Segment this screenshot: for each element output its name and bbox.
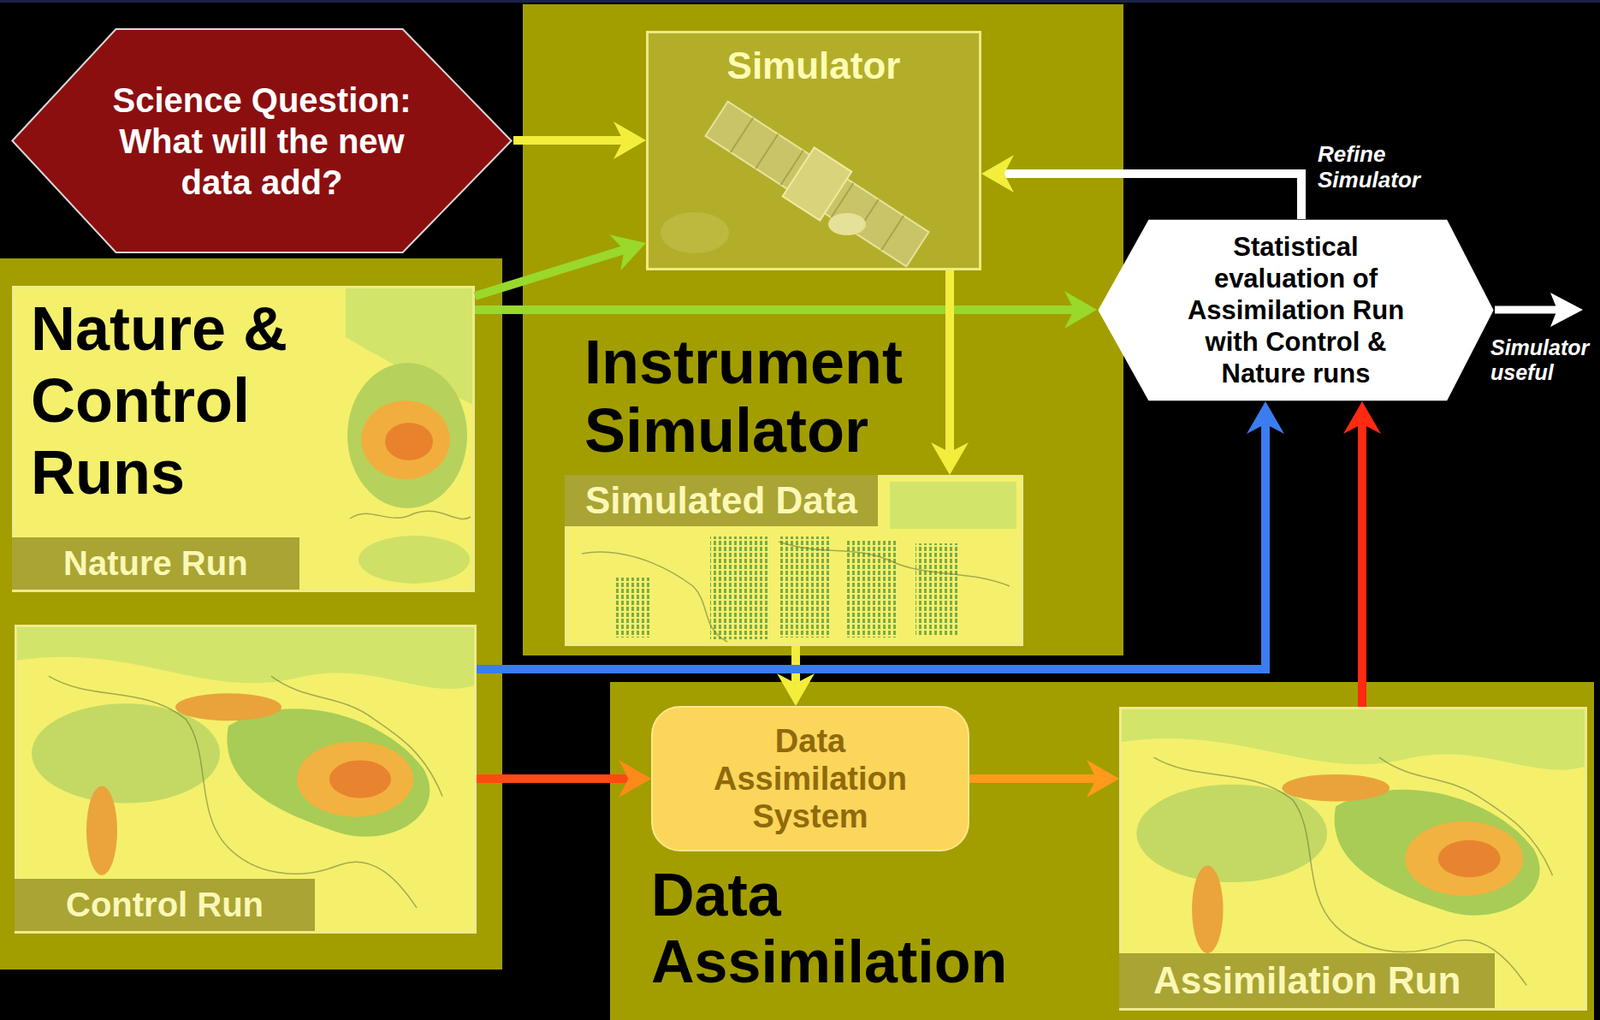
- top-band: [0, 0, 1600, 3]
- map-caption: Assimilation Run: [1119, 953, 1495, 1008]
- map-caption: Simulated Data: [564, 474, 878, 527]
- swath: [915, 543, 959, 636]
- flow-arrow: [1343, 401, 1381, 707]
- arrow-line: [969, 774, 1097, 783]
- map-contour: [889, 481, 1017, 529]
- output-label: Simulator useful: [1490, 335, 1595, 386]
- box-text: Data Assimilation System: [681, 722, 939, 836]
- question-hexagon: Science Question: What will the new data…: [10, 28, 514, 254]
- output-arrow-head: [1550, 292, 1583, 327]
- cloud-texture: [660, 212, 729, 254]
- satellite-dish: [828, 213, 866, 236]
- evaluation-hexagon: Statistical evaluation of Assimilation R…: [1096, 219, 1495, 402]
- map-contour: [358, 535, 470, 584]
- map-contour: [347, 362, 468, 509]
- arrow-line: [474, 305, 1074, 315]
- swath: [710, 536, 771, 640]
- panel-heading: Data Assimilation: [651, 861, 1062, 996]
- arrow-head: [1343, 401, 1381, 434]
- map-caption: Nature Run: [11, 537, 300, 590]
- evaluation-text: Statistical evaluation of Assimilation R…: [1173, 231, 1418, 390]
- nature-map: [11, 285, 475, 593]
- assimilation-map: [1119, 706, 1588, 1011]
- map-ground: [564, 474, 1024, 646]
- output-arrow-line: [1494, 306, 1559, 315]
- map-contour: [385, 422, 433, 461]
- map-coastline: [581, 541, 1010, 642]
- box-heading: Simulator: [727, 43, 901, 89]
- satellite-swaths: [616, 536, 959, 640]
- swath: [778, 536, 830, 638]
- swath: [616, 577, 651, 638]
- arrow-line: [945, 270, 955, 452]
- edge-label: Refine Simulator: [1317, 142, 1455, 194]
- process-box: Data Assimilation System: [651, 705, 970, 852]
- panel-heading: Nature & Control Runs: [30, 292, 331, 509]
- panel-heading: Instrument Simulator: [584, 327, 927, 465]
- question-text: Science Question: What will the new data…: [99, 79, 425, 203]
- control-map: [14, 624, 477, 934]
- arrow-line: [513, 136, 623, 145]
- hexagon-shape: [11, 29, 511, 253]
- map-coastline: [349, 510, 471, 519]
- map-ground: [11, 285, 475, 593]
- arrow-line: [791, 645, 800, 683]
- arrow-line: [1357, 424, 1367, 707]
- flow-arrow: [476, 759, 652, 798]
- map-caption: Control Run: [14, 878, 315, 931]
- hexagon-shape: [1097, 219, 1494, 402]
- simulated-data-map: [564, 474, 1024, 646]
- map-contour: [361, 400, 451, 480]
- arrow-line: [476, 774, 629, 783]
- arrow-head: [1246, 401, 1285, 434]
